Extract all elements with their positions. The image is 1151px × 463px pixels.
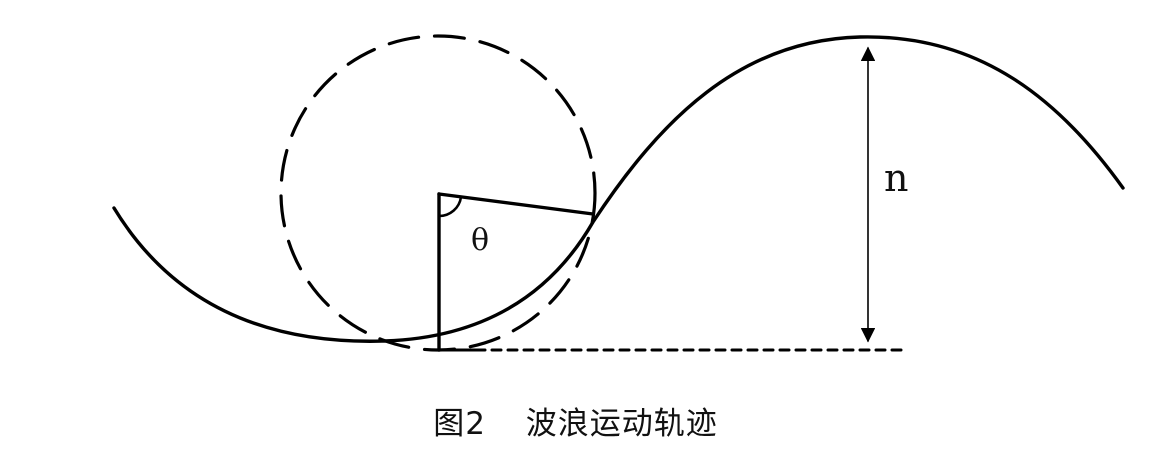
height-label: n [884, 156, 908, 200]
rotated-radius-line [437, 192, 595, 216]
caption-number: 图2 [433, 406, 486, 442]
caption-title: 波浪运动轨迹 [525, 406, 718, 442]
figure-caption: 图2 波浪运动轨迹 [0, 398, 1151, 443]
angle-arc [437, 195, 463, 218]
wave-curve [112, 35, 1125, 343]
angle-label: θ [471, 223, 489, 258]
